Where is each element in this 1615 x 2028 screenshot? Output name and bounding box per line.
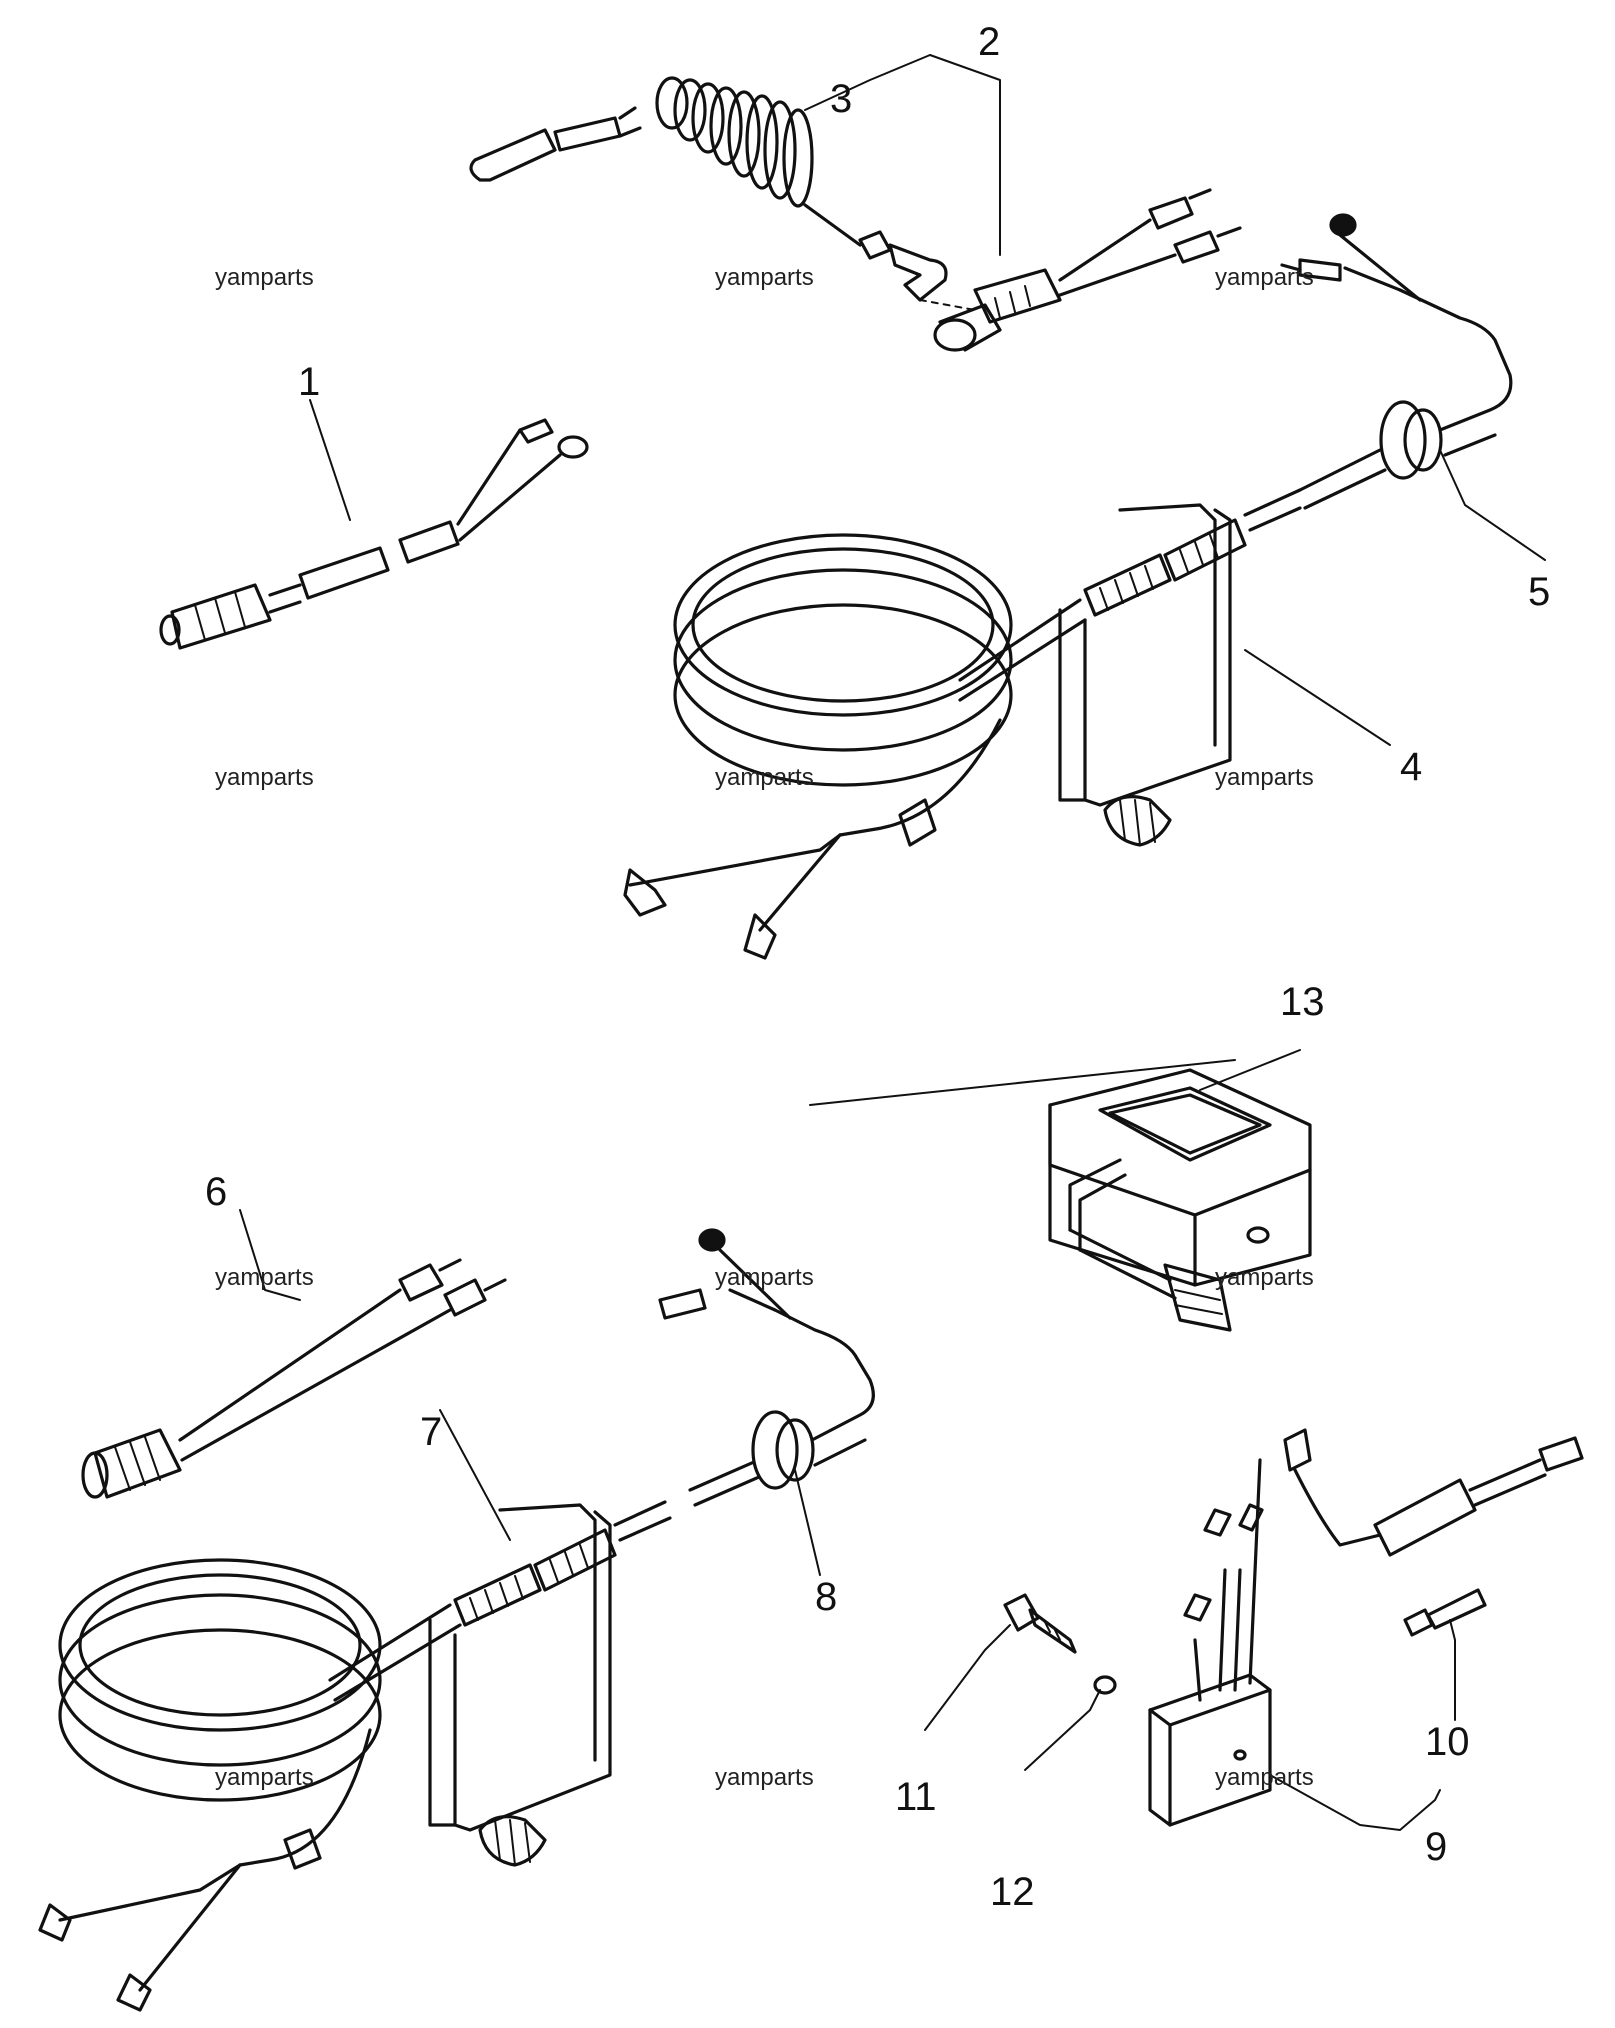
watermark: yamparts (215, 764, 314, 791)
callout-5: 5 (1528, 570, 1550, 614)
watermark: yamparts (715, 264, 814, 291)
part-9-relay (1148, 1428, 1584, 1827)
watermark: yamparts (215, 1764, 314, 1791)
watermark: yamparts (1215, 764, 1314, 791)
callout-2: 2 (978, 20, 1000, 64)
part-4-5-extension-harness (623, 213, 1513, 960)
coiled-cord (655, 76, 814, 208)
cable-coil-upper (673, 533, 1013, 787)
callout-1: 1 (298, 360, 320, 404)
grommet-lower (751, 1410, 815, 1490)
grommet-upper (1379, 400, 1443, 480)
callout-3: 3 (830, 77, 852, 121)
mount-bracket-lower (428, 1503, 612, 1832)
watermark: yamparts (1215, 1764, 1314, 1791)
watermark: yamparts (215, 264, 314, 291)
callout-12: 12 (990, 1870, 1035, 1914)
part-7-8-extension-harness (38, 1228, 875, 2012)
cable-coil-lower (58, 1558, 382, 1802)
watermarks: yamparts yamparts yamparts yamparts yamp… (215, 264, 1314, 1791)
watermark: yamparts (715, 1764, 814, 1791)
watermark: yamparts (1215, 264, 1314, 291)
callout-6: 6 (205, 1170, 227, 1214)
connector-upper (1083, 518, 1247, 617)
callout-labels: 1 2 3 4 5 6 7 8 9 10 11 12 13 (205, 20, 1550, 1914)
part-2-3-lanyard-switch (469, 76, 1242, 352)
part-13-module (1048, 1068, 1312, 1332)
mount-bracket-upper (1058, 503, 1232, 807)
callout-9: 9 (1425, 1825, 1447, 1869)
part-10-bolt (1403, 1588, 1487, 1637)
watermark: yamparts (215, 1264, 314, 1291)
callout-7: 7 (420, 1410, 442, 1454)
callout-10: 10 (1425, 1720, 1470, 1764)
watermark: yamparts (715, 764, 814, 791)
callout-4: 4 (1400, 745, 1422, 789)
connector-lower (453, 1528, 617, 1627)
part-12-washer (1093, 1675, 1117, 1695)
callout-11: 11 (895, 1775, 937, 1819)
part-11-bolt (1003, 1593, 1077, 1654)
part-1-harness (159, 418, 589, 650)
callout-8: 8 (815, 1575, 837, 1619)
leader-lines (239, 54, 1546, 1831)
callout-13: 13 (1280, 980, 1325, 1024)
watermark: yamparts (1215, 1264, 1314, 1291)
part-6-harness (81, 1258, 507, 1499)
watermark: yamparts (715, 1264, 814, 1291)
